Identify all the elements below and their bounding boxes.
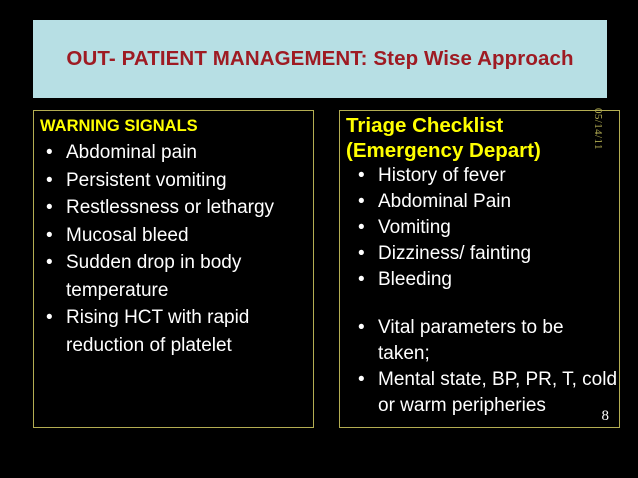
triage-checklist-panel: Triage Checklist (Emergency Depart) • His… (339, 110, 620, 428)
bullet-icon: • (46, 307, 53, 328)
list-item-label: Mental state, BP, PR, T, cold or warm pe… (378, 369, 618, 416)
date-stamp: 05/14/11 (592, 108, 604, 150)
list-item-label: Abdominal Pain (378, 191, 512, 212)
bullet-icon: • (358, 191, 365, 212)
list-item: • Abdominal pain (36, 139, 311, 167)
list-item-label: Sudden drop in body temperature (66, 252, 242, 301)
list-item: • Vital parameters to be taken; (348, 315, 618, 367)
list-item: • Persistent vomiting (36, 167, 311, 195)
list-item: • Mental state, BP, PR, T, cold or warm p… (348, 367, 618, 419)
warning-signals-list: • Abdominal pain • Persistent vomiting • Re… (36, 139, 311, 359)
page-number: 8 (601, 408, 610, 424)
bullet-icon: • (358, 317, 365, 338)
list-item-label: Vital parameters to be taken; (378, 317, 564, 364)
bullet-icon: • (358, 165, 365, 186)
bullet-icon: • (46, 169, 53, 191)
triage-checklist-list: • History of fever • Abdominal Pain • Vomit… (348, 163, 618, 419)
list-item-label: Mucosal bleed (66, 224, 189, 246)
bullet-icon: • (46, 142, 53, 163)
list-item: • Mucosal bleed (36, 222, 311, 250)
bullet-icon: • (358, 269, 365, 290)
list-item-label: Bleeding (378, 269, 452, 290)
list-item-label: Rising HCT with rapid reduction of plate… (66, 307, 250, 356)
list-item: • Vomiting (348, 215, 618, 241)
list-item: • Bleeding (348, 267, 618, 293)
title-banner: OUT- PATIENT MANAGEMENT: Step Wise Appro… (33, 20, 607, 98)
list-item: • Restlessness or lethargy (36, 194, 311, 222)
warning-signals-heading: WARNING SIGNALS (40, 117, 198, 135)
bullet-icon: • (358, 217, 365, 238)
list-item: • Abdominal Pain (348, 189, 618, 215)
warning-signals-panel: WARNING SIGNALS • Abdominal pain • Persist… (33, 110, 314, 428)
warning-signals-panel-inner: WARNING SIGNALS • Abdominal pain • Persist… (34, 111, 313, 427)
bullet-icon: • (46, 197, 53, 218)
bullet-icon: • (358, 243, 365, 264)
list-item-label: Persistent vomiting (66, 169, 227, 191)
list-spacer (348, 293, 618, 315)
triage-checklist-panel-inner: Triage Checklist (Emergency Depart) • His… (340, 111, 619, 427)
list-item: • Rising HCT with rapid reduction of plat… (36, 304, 311, 359)
bullet-icon: • (46, 252, 53, 273)
list-item-label: Abdominal pain (66, 142, 197, 163)
list-item-label: History of fever (378, 165, 506, 186)
list-item: • Dizziness/ fainting (348, 241, 618, 267)
bullet-icon: • (46, 224, 53, 246)
list-item-label: Dizziness/ fainting (378, 243, 532, 264)
list-item-label: Restlessness or lethargy (66, 197, 275, 218)
page-title: OUT- PATIENT MANAGEMENT: Step Wise Appro… (66, 47, 574, 70)
triage-checklist-heading: Triage Checklist (Emergency Depart) (346, 114, 541, 162)
list-item: • Sudden drop in body temperature (36, 249, 311, 304)
list-item-label: Vomiting (378, 217, 451, 238)
bullet-icon: • (358, 369, 365, 390)
list-item: • History of fever (348, 163, 618, 189)
